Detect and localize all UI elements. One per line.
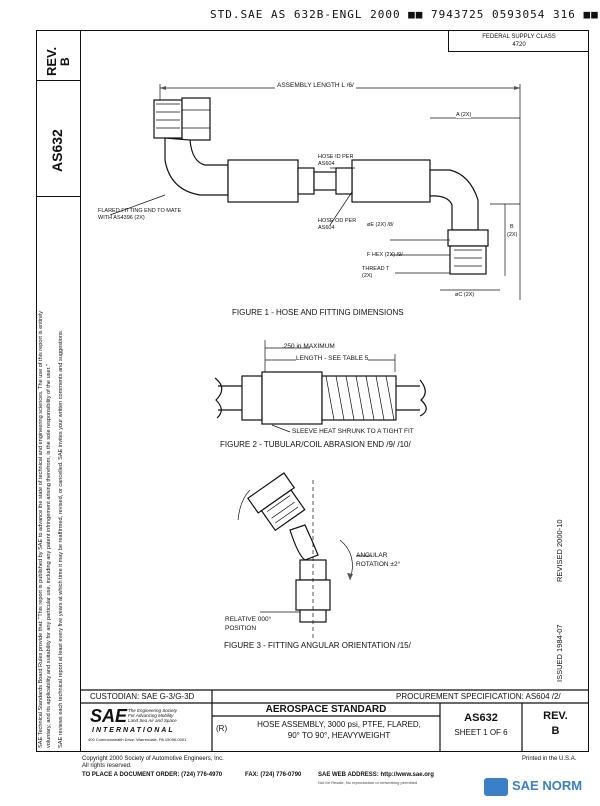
printed-in-usa: Printed in the U.S.A. [522,756,577,762]
fig1-hose-od-label: HOSE OD PER AS604 [318,218,357,231]
revised-date-vertical: REVISED 2000-10 [555,519,564,582]
resale-notice: Not for Resale, No reproduction or netwo… [318,780,418,785]
figure3-caption: FIGURE 3 - FITTING ANGULAR ORIENTATION /… [224,641,411,650]
figure2-caption: FIGURE 2 - TUBULAR/COIL ABRASION END /9/… [220,440,411,449]
aerospace-standard-heading: AEROSPACE STANDARD [265,704,387,715]
fig1-a-dimension-label: A (2X) [456,112,472,118]
sae-international: INTERNATIONAL [92,727,175,734]
fig2-max-label: .250 in MAXIMUM [282,343,335,350]
document-header-code: STD.SAE AS 632B-ENGL 2000 ■■ 7943725 059… [210,8,599,21]
sae-tagline-3: Land Sea Air and Space [128,718,177,723]
figure1-drawing [109,84,521,300]
fax-number: FAX: (724) 776-0790 [245,772,302,778]
fig1-e-dimension-label: øE (2X) /8/ [367,222,394,228]
fig1-b-dimension-label: B [510,224,514,230]
sae-address: 400 Commonwealth Drive, Warrendale, PA 1… [88,737,187,742]
fig1-b-2x-label: (2X) [507,232,518,238]
order-phone: TO PLACE A DOCUMENT ORDER: (724) 776-497… [82,772,223,778]
left-id-column [36,30,81,752]
fig1-hose-id-label: HOSE ID PER AS604 [318,154,354,167]
sae-logo: SAE [90,706,128,726]
sheet-number: SHEET 1 OF 6 [454,728,508,737]
fig1-thread-label: THREAD T (2X) [362,266,390,279]
figure2-drawing [214,340,427,433]
fig3-angular-label: ANGULAR [356,552,388,559]
title-line-1: HOSE ASSEMBLY, 3000 psi, PTFE, FLARED, [257,720,421,729]
fig3-rotation-label: ROTATION ±2° [356,561,401,568]
sae-tagline-2: For Advancing Mobility [128,713,174,718]
page-frame [36,30,589,752]
figure1-caption: FIGURE 1 - HOSE AND FITTING DIMENSIONS [232,308,404,317]
fig3-position-label: POSITION [225,625,257,632]
issued-date-vertical: ISSUED 1984-07 [555,624,564,682]
copyright-line: Copyright 2000 Society of Automotive Eng… [82,756,224,762]
left-divider-2 [36,196,81,197]
left-divider-1 [36,80,81,81]
title-block-rev-label: REV. [543,710,568,722]
title-block-doc-number: AS632 [464,712,498,724]
sae-tagline-1: The Engineering Society [128,708,178,713]
title-block-rev-value: B [551,725,560,737]
web-address: SAE WEB ADDRESS: http://www.sae.org [318,772,434,778]
fig2-length-label: LENGTH - SEE TABLE 5 [296,355,369,362]
rights-line: All rights reserved. [82,763,132,769]
federal-supply-class-label: FEDERAL SUPPLY CLASS [482,34,556,40]
fig1-flared-end-label: FLARED FITTING END TO MATE WITH AS4396 (… [98,208,182,221]
fig1-f-hex-label: F HEX (2X) /9/ [367,252,403,258]
procurement-specification: PROCUREMENT SPECIFICATION: AS604 /2/ [396,692,561,701]
federal-supply-class-box: FEDERAL SUPPLY CLASS 4720 [448,30,589,52]
sae-tagline: The Engineering Society For Advancing Mo… [128,708,177,723]
custodian-label: CUSTODIAN: SAE G-3/G-3D [90,692,195,701]
revision-r-mark: (R) [216,724,228,733]
federal-supply-class-value: 4720 [512,42,526,48]
watermark-icon [484,778,508,796]
watermark-text: SAE NORM [512,778,583,793]
title-line-2: 90° TO 90°, HEAVYWEIGHT [287,731,391,740]
fig1-c-dimension-label: øC (2X) [455,292,475,298]
figure3-drawing [237,472,372,640]
fig1-assembly-length-label: ASSEMBLY LENGTH L /6/ [275,82,356,89]
fig2-sleeve-label: SLEEVE HEAT SHRUNK TO A TIGHT FIT [292,428,414,435]
fig3-relative-label: RELATIVE 000° [225,616,272,623]
title-block-lines [81,689,589,752]
